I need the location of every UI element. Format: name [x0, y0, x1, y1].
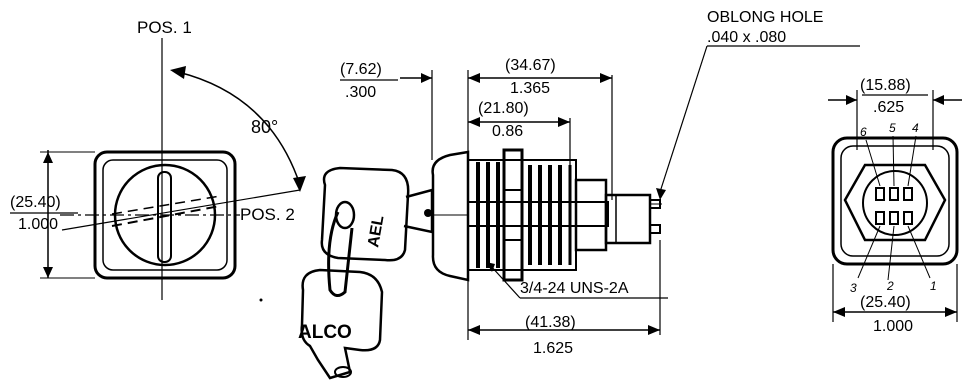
front-cap	[431, 150, 470, 282]
terminal-pin-bottom	[649, 224, 661, 234]
terminal-label-6: 6	[860, 125, 867, 139]
thread-length-mm: (21.80)	[478, 100, 529, 117]
terminal-leader-5	[892, 135, 895, 187]
terminal-pad-1	[903, 211, 913, 225]
key-slot-pos2	[111, 205, 221, 227]
pos2-axis-line	[61, 189, 301, 231]
angle-arrow-bottom	[293, 176, 306, 192]
rear-bottom-arrow-right	[945, 307, 957, 317]
dim-overall-arrow-right	[648, 325, 660, 335]
rear-terminal-width-mm: (15.88)	[860, 77, 911, 94]
dim-threadlength-arrow-left	[468, 117, 480, 127]
key-offset-in: .300	[345, 84, 376, 101]
side-view: (7.62) .300 (34.67) 1.365 (21.80) 0.86 O…	[340, 9, 860, 357]
terminal-leader-6	[865, 139, 881, 187]
terminal-label-2: 2	[886, 279, 894, 293]
key-ring	[327, 211, 354, 297]
rear-width-in: 1.000	[873, 318, 913, 335]
dim-keyoffset-arrow	[421, 73, 432, 83]
rear-top-arrow-right	[933, 95, 944, 105]
rear-hex	[843, 163, 947, 242]
key-ring-hole	[334, 200, 356, 230]
key-drawing: ALCO AEL	[298, 166, 434, 380]
hex-nut	[502, 148, 524, 282]
body-length-mm: (34.67)	[505, 57, 556, 74]
key-pin	[424, 209, 432, 217]
key-slot-pos2-edge	[111, 195, 221, 215]
angle-label: 80°	[251, 117, 278, 137]
overall-length-mm: (41.38)	[525, 314, 576, 331]
rear-terminal-width-in: .625	[873, 99, 904, 116]
rear-top-arrow-left	[846, 95, 857, 105]
dim-threadlength-arrow-right	[558, 117, 570, 127]
rear-bezel-outer	[831, 136, 959, 266]
angle-arc	[177, 71, 301, 186]
terminal-pad-3	[875, 211, 885, 225]
overall-length-in: 1.625	[533, 340, 573, 357]
front-height-arrow-top	[43, 152, 53, 163]
terminal-leader-4	[907, 135, 917, 187]
oblong-hole-size: .040 x .080	[707, 29, 786, 46]
terminal-leader-2	[887, 225, 895, 281]
thread-lines	[476, 162, 572, 268]
thread-spec: 3/4-24 UNS-2A	[520, 280, 629, 297]
rear-bezel-inner	[840, 145, 950, 257]
pos2-label: POS. 2	[240, 205, 295, 224]
stray-mark	[259, 298, 263, 302]
terminal-label-4: 4	[912, 121, 919, 135]
front-height-mm: (25.40)	[10, 194, 61, 211]
terminal-leader-3	[857, 225, 881, 279]
front-height-arrow-bottom	[43, 267, 53, 278]
terminal-pad-6	[875, 187, 885, 201]
key-offset-mm: (7.62)	[340, 61, 382, 78]
dim-overall-arrow-left	[468, 325, 480, 335]
key-slot-pos1	[157, 171, 172, 263]
dim-bodylength-arrow-right	[600, 73, 612, 83]
dim-bodylength-arrow-left	[468, 73, 480, 83]
key-mark-text: AEL	[365, 214, 387, 249]
pos1-label: POS. 1	[137, 18, 192, 37]
terminal-block	[604, 193, 652, 245]
oblong-hole-arrow	[656, 188, 666, 200]
terminal-label-1: 1	[930, 279, 937, 293]
oblong-hole-title: OBLONG HOLE	[707, 9, 823, 26]
body-length-in: 1.365	[510, 80, 550, 97]
terminal-pad-5	[889, 187, 899, 201]
thread-spec-leader	[489, 264, 521, 299]
terminal-pad-2	[889, 211, 899, 225]
rear-view: 6 5 4 3 2 1 (15.88) .625 (25.40) 1.000	[828, 77, 962, 335]
front-view: POS. 1 80° POS. 2 (25.40) 1.000	[10, 18, 306, 300]
rear-width-mm: (25.40)	[860, 294, 911, 311]
thread-length-in: 0.86	[492, 123, 523, 140]
front-height-in: 1.000	[18, 216, 58, 233]
key-tag-hole	[334, 366, 352, 378]
key-brand-text: ALCO	[298, 322, 352, 343]
terminal-leader-1	[907, 225, 931, 279]
terminal-label-5: 5	[889, 121, 896, 135]
thread-spec-arrow	[486, 262, 495, 272]
terminal-pad-4	[903, 187, 913, 201]
oblong-hole-leader	[659, 45, 708, 193]
key-tag	[300, 268, 384, 380]
rear-body	[574, 178, 608, 252]
rear-bottom-arrow-left	[833, 307, 845, 317]
rear-housing-circle	[862, 170, 928, 236]
terminal-label-3: 3	[850, 281, 857, 295]
angle-arrow-top	[170, 66, 186, 79]
